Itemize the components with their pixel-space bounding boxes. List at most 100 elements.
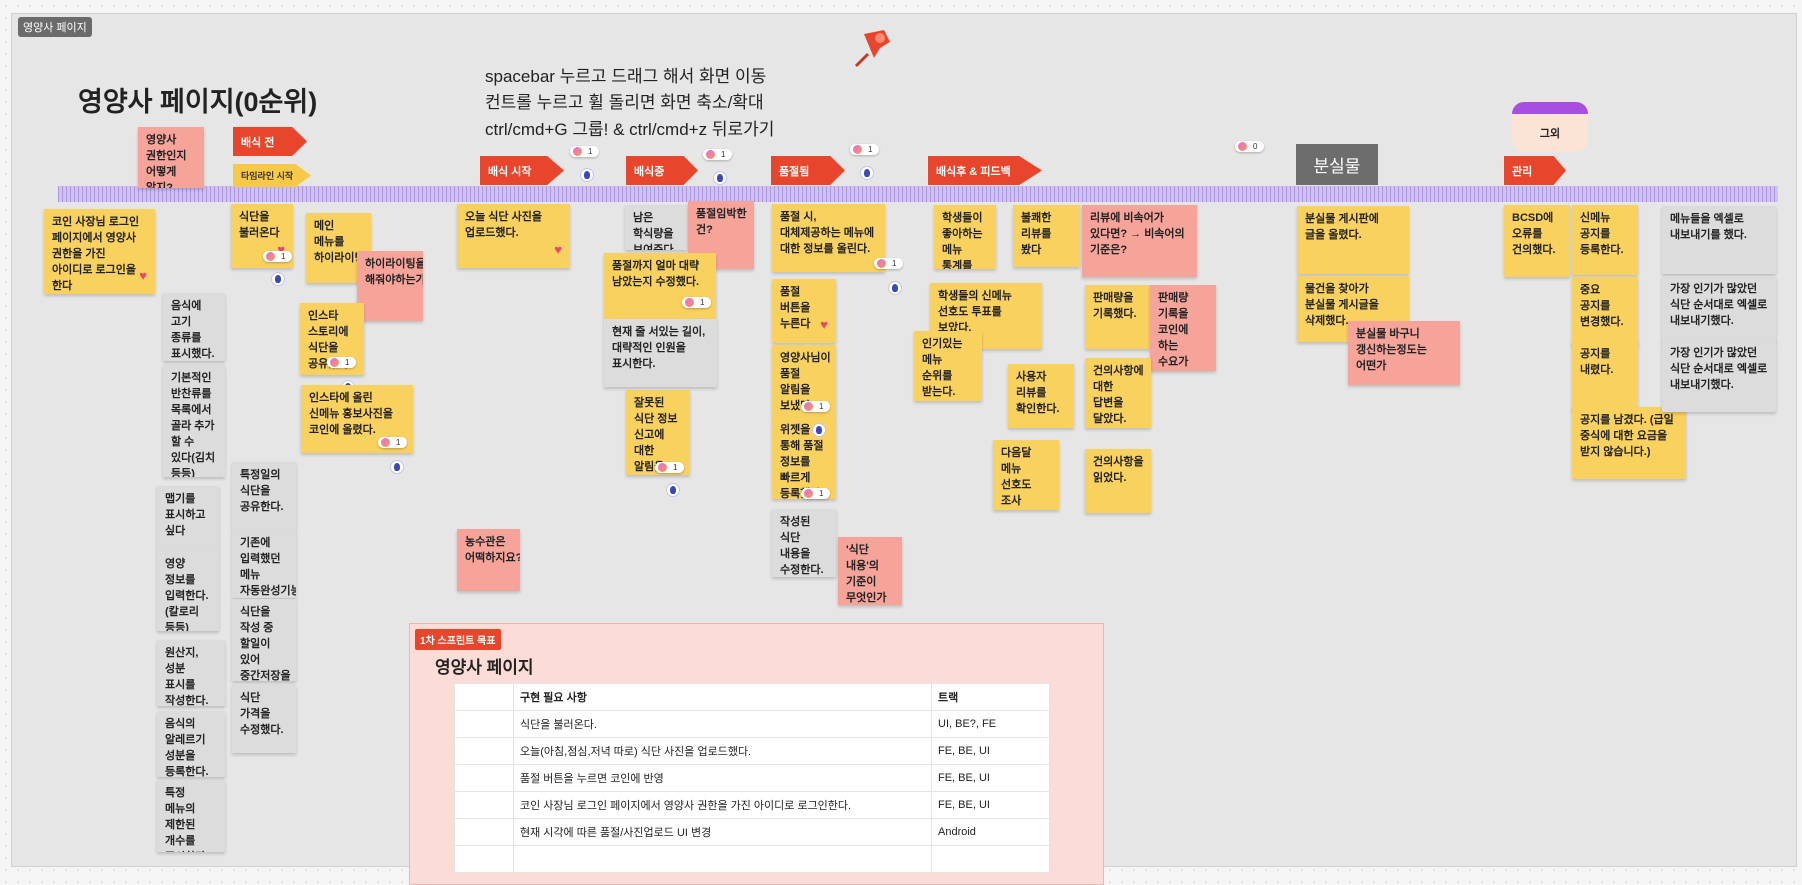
board-title[interactable]: 영양사 페이지(0순위) — [78, 80, 317, 119]
reaction-badge[interactable]: 1 — [570, 146, 599, 157]
reaction-badge[interactable]: 1 — [703, 149, 732, 160]
table-cell[interactable]: 식단을 불러온다. — [514, 711, 932, 738]
table-cell[interactable]: 현재 시각에 따른 품절/사진업로드 UI 변경 — [514, 819, 932, 846]
sticky-note[interactable]: 학생들이 좋아하는 메뉴 통계를 봤다. — [934, 205, 996, 269]
heart-icon[interactable]: ♥ — [820, 316, 828, 335]
sticky-note[interactable]: 음식의 알레르기 성분을 등록한다. — [157, 711, 225, 777]
table-row[interactable]: 오늘(아침,점심,저녁 따로) 식단 사진을 업로드했다.FE, BE, UI — [455, 738, 1050, 765]
avatar[interactable] — [888, 281, 902, 295]
table-cell[interactable]: 코인 사장님 로그인 페이지에서 영양사 권한을 가진 아이디로 로그인한다. — [514, 792, 932, 819]
sticky-note[interactable]: 다음달 메뉴 선호도 조사 투표를 연다. — [993, 440, 1059, 510]
sticky-note[interactable]: 하이라이팅을 해줘야하는가? — [357, 251, 423, 321]
stage-during[interactable]: 배식중 — [626, 156, 698, 185]
sticky-note[interactable]: 메뉴들을 엑셀로 내보내기를 했다. — [1662, 206, 1776, 274]
sticky-note[interactable]: 품절까지 얼마 대략 남았는지 수정했다. — [604, 253, 716, 320]
reaction-badge[interactable]: 0 — [1235, 141, 1264, 152]
sticky-note[interactable]: '식단 내용'의 기준이 무엇인가 — [838, 537, 902, 605]
reaction-badge[interactable]: 1 — [682, 297, 711, 308]
sticky-note[interactable]: 특정일의 식단을 공유한다. — [232, 462, 296, 530]
sticky-note[interactable]: 가장 인기가 많았던 식단 순서대로 엑셀로 내보내기했다. — [1662, 340, 1776, 412]
reaction-badge[interactable]: 1 — [850, 144, 879, 155]
sticky-note[interactable]: 건의사항을 읽었다. — [1085, 449, 1151, 513]
sticky-note[interactable]: 품절 버튼을 누른다♥ — [772, 279, 836, 343]
reaction-badge[interactable]: 1 — [655, 462, 684, 473]
sticky-note[interactable]: 식단을 작성 중 할일이 있어 중간저장을 했다 — [232, 599, 296, 681]
sticky-note[interactable]: 오늘 식단 사진을 업로드했다.♥ — [457, 204, 570, 268]
stage-after[interactable]: 배식후 & 피드백 — [928, 156, 1042, 185]
instruction-line[interactable]: 컨트롤 누르고 휠 돌리면 화면 축소/확대 — [485, 88, 764, 113]
reaction-badge[interactable]: 1 — [801, 401, 830, 412]
table-cell[interactable]: 오늘(아침,점심,저녁 따로) 식단 사진을 업로드했다. — [514, 738, 932, 765]
reaction-badge[interactable]: 1 — [378, 437, 407, 448]
sticky-note[interactable]: 음식에 고기 종류를 표시했다. — [163, 293, 225, 361]
sticky-note[interactable]: 불쾌한 리뷰를 봤다 — [1013, 205, 1080, 267]
sticky-note[interactable]: 현재 줄 서있는 길이, 대략적인 인원을 표시한다. — [604, 319, 717, 387]
reaction-badge[interactable]: 1 — [327, 357, 356, 368]
table-cell[interactable] — [455, 711, 514, 738]
stage-before[interactable]: 배식 전 — [233, 127, 307, 156]
instruction-line[interactable]: ctrl/cmd+G 그룹! & ctrl/cmd+z 뒤로가기 — [485, 115, 774, 140]
stage-start[interactable]: 배식 시작 — [480, 156, 564, 185]
heart-icon[interactable]: ♥ — [139, 267, 147, 286]
avatar[interactable] — [666, 483, 680, 497]
table-cell[interactable] — [455, 738, 514, 765]
sticky-note[interactable]: 영양사 권한인지 어떻게 알지? — [138, 127, 204, 188]
sticky-note[interactable]: BCSD에 오류를 건의했다. — [1504, 205, 1570, 277]
avatar[interactable] — [271, 272, 285, 286]
sticky-note[interactable]: 영양 정보를 입력한다.(칼로리 등등) — [157, 551, 219, 631]
reaction-badge[interactable]: 1 — [263, 251, 292, 262]
avatar[interactable] — [580, 168, 594, 182]
requirements-table[interactable]: 구현 필요 사항 트랙 식단을 불러온다.UI, BE?, FE 오늘(아침,점… — [454, 683, 1050, 873]
sticky-note[interactable]: 인기있는 메뉴 순위를 받는다. — [914, 331, 982, 401]
sticky-note[interactable]: 판매량 기록을 코인에 하는 수요가 있는가? — [1150, 285, 1216, 371]
timeline-start[interactable]: 타임라인 시작 — [233, 164, 311, 187]
sticky-note[interactable]: 품절 시, 대체제공하는 메뉴에 대한 정보를 올린다. — [772, 204, 885, 272]
reaction-badge[interactable]: 1 — [801, 488, 830, 499]
table-cell[interactable]: Android — [932, 819, 1050, 846]
stage-soldout[interactable]: 품절됨 — [771, 156, 845, 185]
sticky-note[interactable]: 기본적인 반찬류를 목록에서 골라 추가 할 수 있다(김치 등등) — [163, 365, 225, 477]
frame-title-tag[interactable]: 영양사 페이지 — [18, 17, 92, 37]
table-cell[interactable] — [455, 765, 514, 792]
table-cell[interactable] — [932, 846, 1050, 873]
table-cell[interactable] — [455, 792, 514, 819]
avatar[interactable] — [390, 460, 404, 474]
sticky-note[interactable]: 리뷰에 비속어가 있다면? → 비속어의 기준은? — [1082, 205, 1197, 277]
stage-lost-items[interactable]: 분실물 — [1296, 144, 1378, 185]
table-cell[interactable]: UI, BE?, FE — [932, 711, 1050, 738]
sticky-note[interactable]: 코인 사장님 로그인 페이지에서 영양사 권한을 가진 아이디로 로그인을 한다… — [44, 209, 155, 294]
heart-icon[interactable]: ♥ — [554, 241, 562, 260]
table-cell[interactable]: 품절 버튼을 누르면 코인에 반영 — [514, 765, 932, 792]
stage-manage[interactable]: 관리 — [1504, 156, 1566, 185]
table-row[interactable]: 코인 사장님 로그인 페이지에서 영양사 권한을 가진 아이디로 로그인한다.F… — [455, 792, 1050, 819]
sticky-note[interactable]: 기존에 입력했던 메뉴 자동완성기능 — [232, 530, 296, 598]
sprint-title[interactable]: 영양사 페이지 — [435, 653, 534, 678]
sticky-note[interactable]: 중요 공지를 변경했다. — [1572, 277, 1638, 347]
sticky-note[interactable]: 원산지,성분 표시를 작성한다. — [157, 640, 225, 706]
table-cell[interactable] — [455, 846, 514, 873]
sticky-note[interactable]: 사용자 리뷰를 확인한다. — [1008, 364, 1074, 428]
sticky-note[interactable]: 분실물 게시판에 글을 올렸다. — [1297, 206, 1409, 274]
sticky-note[interactable]: 식단 가격을 수정했다. — [232, 685, 296, 753]
table-cell[interactable] — [514, 846, 932, 873]
sticky-note[interactable]: 특정 메뉴의 제한된 개수를 표시한다. — [157, 780, 225, 852]
sticky-note[interactable]: 위젯을 통해 품절 정보를 빠르게 등록했다. — [772, 417, 836, 499]
table-row[interactable] — [455, 846, 1050, 873]
sticky-note[interactable]: 가장 인기가 많았던 식단 순서대로 엑셀로 내보내기했다. — [1662, 276, 1776, 342]
avatar[interactable] — [860, 166, 874, 180]
avatar[interactable] — [713, 171, 727, 185]
sticky-note[interactable]: 분실물 바구니 갱신하는정도는 어떤가 — [1348, 321, 1460, 385]
sticky-note[interactable]: 남은 학식량을 보여준다 — [625, 205, 687, 250]
sticky-note[interactable]: 판매량을 기록했다. — [1085, 285, 1151, 349]
sticky-note[interactable]: 신메뉴 공지를 등록한다. — [1572, 205, 1638, 275]
sticky-note[interactable]: 농수관은 어떡하지요? — [457, 529, 520, 591]
sprint-tag[interactable]: 1차 스프린트 목표 — [415, 629, 501, 650]
table-row[interactable]: 식단을 불러온다.UI, BE?, FE — [455, 711, 1050, 738]
sticky-note[interactable]: 공지를 내렸다. — [1572, 341, 1638, 411]
instruction-line[interactable]: spacebar 누르고 드래그 해서 화면 이동 — [485, 62, 766, 87]
sticky-note[interactable]: 맵기를 표시하고 싶다 — [157, 486, 219, 552]
table-cell[interactable] — [455, 819, 514, 846]
table-cell[interactable]: FE, BE, UI — [932, 765, 1050, 792]
sticky-note[interactable]: 건의사항에 대한 답변을 달았다. — [1085, 358, 1151, 428]
